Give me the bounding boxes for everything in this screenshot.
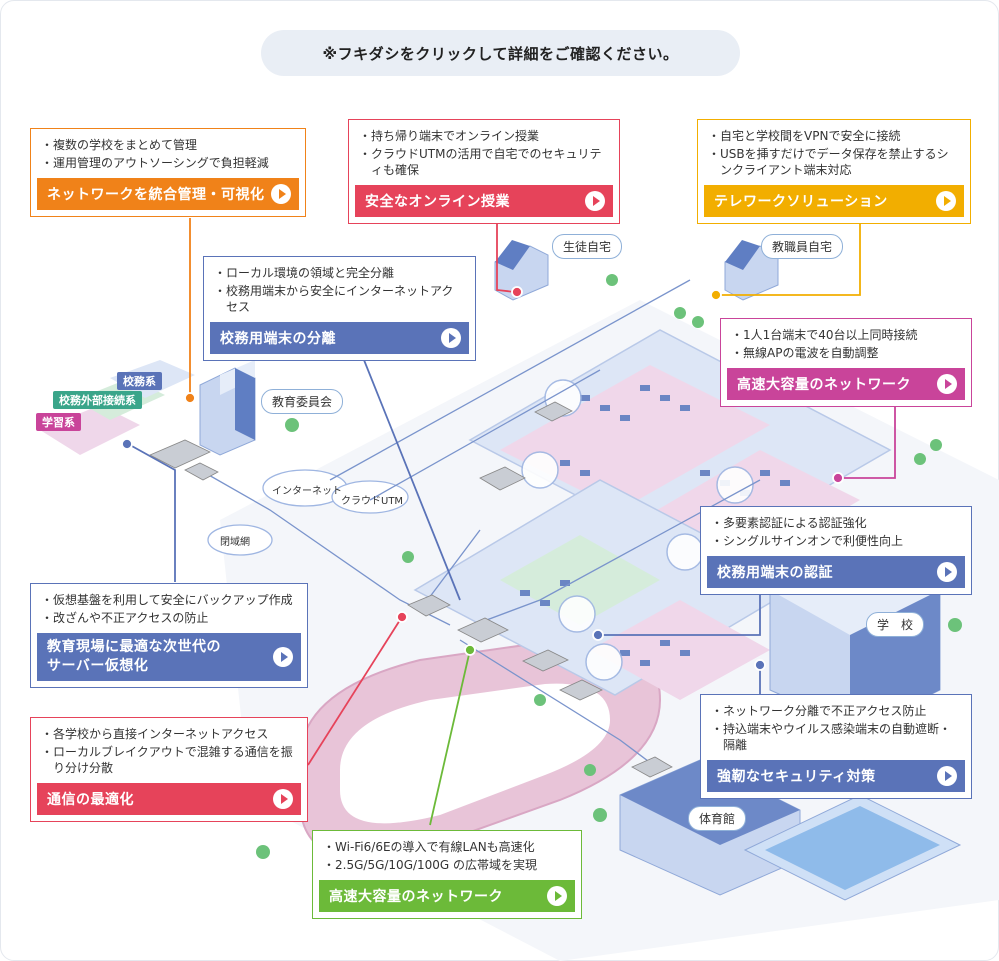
callout-item: Wi-Fi6/6Eの導入で有線LANも高速化 xyxy=(323,839,571,855)
button-label: 強靭なセキュリティ対策 xyxy=(717,769,876,785)
capacity-network-top-button[interactable]: 高速大容量のネットワーク xyxy=(727,368,965,400)
callout-security[interactable]: ネットワーク分離で不正アクセス防止 持込端末やウイルス感染端末の自動遮断・隔離 … xyxy=(700,694,972,799)
button-label-line1: 教育現場に最適な次世代の xyxy=(47,639,221,655)
gym-label: 体育館 xyxy=(688,806,747,831)
closed-network-label: 閉域網 xyxy=(220,537,250,548)
callout-item: USBを挿すだけでデータ保存を禁止するシンクライアント端末対応 xyxy=(708,146,960,178)
callout-telework[interactable]: 自宅と学校間をVPNで安全に接続 USBを挿すだけでデータ保存を禁止するシンクラ… xyxy=(697,119,971,224)
callout-item: シングルサインオンで利便性向上 xyxy=(711,533,961,549)
play-icon xyxy=(585,191,605,211)
trees xyxy=(256,274,962,859)
callout-item: 改ざんや不正アクセスの防止 xyxy=(41,610,297,626)
callout-item: 校務用端末から安全にインターネットアクセス xyxy=(214,283,465,315)
telework-button[interactable]: テレワークソリューション xyxy=(704,185,964,217)
play-icon xyxy=(937,374,957,394)
button-label: 高速大容量のネットワーク xyxy=(329,889,503,905)
internet-label: インターネット xyxy=(272,486,342,497)
button-label: 高速大容量のネットワーク xyxy=(737,377,911,393)
callout-item: ネットワーク分離で不正アクセス防止 xyxy=(711,703,961,719)
staff-house xyxy=(724,240,779,301)
admin-system-tag: 校務系 xyxy=(117,372,162,390)
button-label: 教育現場に最適な次世代の サーバー仮想化 xyxy=(47,638,221,676)
play-icon xyxy=(273,647,293,667)
callout-separation[interactable]: ローカル環境の領域と完全分離 校務用端末から安全にインターネットアクセス 校務用… xyxy=(203,256,476,361)
traffic-optimize-button[interactable]: 通信の最適化 xyxy=(37,783,301,815)
callout-item: 多要素認証による認証強化 xyxy=(711,515,961,531)
callout-capacity-top[interactable]: 1人1台端末で40台以上同時接続 無線APの電波を自動調整 高速大容量のネットワ… xyxy=(720,318,972,407)
callout-item: 各学校から直接インターネットアクセス xyxy=(41,726,297,742)
terminal-separation-button[interactable]: 校務用端末の分離 xyxy=(210,322,469,354)
button-label: 校務用端末の分離 xyxy=(220,331,336,347)
button-label: 通信の最適化 xyxy=(47,792,134,808)
callout-item: 持ち帰り端末でオンライン授業 xyxy=(359,128,609,144)
server-virtualization-button[interactable]: 教育現場に最適な次世代の サーバー仮想化 xyxy=(37,633,301,681)
callout-capacity-bottom[interactable]: Wi-Fi6/6Eの導入で有線LANも高速化 2.5G/5G/10G/100G … xyxy=(312,830,582,919)
callout-connectors xyxy=(121,213,896,826)
school-label: 学 校 xyxy=(866,612,925,637)
callout-item: 無線APの電波を自動調整 xyxy=(731,345,961,361)
button-label: 校務用端末の認証 xyxy=(717,565,833,581)
student-home-label: 生徒自宅 xyxy=(552,234,623,259)
security-button[interactable]: 強靭なセキュリティ対策 xyxy=(707,760,965,792)
callout-item: 運用管理のアウトソーシングで負担軽減 xyxy=(41,155,295,171)
board-building xyxy=(199,360,256,456)
network-switches xyxy=(149,401,673,778)
callout-item: 仮想基盤を利用して安全にバックアップ作成 xyxy=(41,592,297,608)
capacity-network-bottom-button[interactable]: 高速大容量のネットワーク xyxy=(319,880,575,912)
play-icon xyxy=(936,191,956,211)
button-label: ネットワークを統合管理・可視化 xyxy=(47,187,265,203)
play-icon xyxy=(273,789,293,809)
play-icon xyxy=(937,562,957,582)
callout-integrated[interactable]: 複数の学校をまとめて管理 運用管理のアウトソーシングで負担軽減 ネットワークを統… xyxy=(30,128,306,217)
callout-virtual[interactable]: 仮想基盤を利用して安全にバックアップ作成 改ざんや不正アクセスの防止 教育現場に… xyxy=(30,583,308,688)
button-label: テレワークソリューション xyxy=(714,194,888,210)
button-label-line2: サーバー仮想化 xyxy=(47,658,149,674)
board-label: 教育委員会 xyxy=(261,389,344,414)
callout-item: 自宅と学校間をVPNで安全に接続 xyxy=(708,128,960,144)
callout-item: 1人1台端末で40台以上同時接続 xyxy=(731,327,961,343)
callout-item: ローカルブレイクアウトで混雑する通信を振り分け分散 xyxy=(41,744,297,776)
learning-system-tag: 学習系 xyxy=(36,413,81,431)
student-house xyxy=(494,240,549,301)
callout-item: 2.5G/5G/10G/100G の広帯域を実現 xyxy=(323,857,571,873)
play-icon xyxy=(937,766,957,786)
access-points xyxy=(521,379,754,681)
callout-optimize[interactable]: 各学校から直接インターネットアクセス ローカルブレイクアウトで混雑する通信を振り… xyxy=(30,717,308,822)
callout-item: 持込端末やウイルス感染端末の自動遮断・隔離 xyxy=(711,721,961,753)
play-icon xyxy=(271,184,291,204)
play-icon xyxy=(441,328,461,348)
callout-item: クラウドUTMの活用で自宅でのセキュリティも確保 xyxy=(359,146,609,178)
callout-item: ローカル環境の領域と完全分離 xyxy=(214,265,465,281)
play-icon xyxy=(547,886,567,906)
terminal-auth-button[interactable]: 校務用端末の認証 xyxy=(707,556,965,588)
callout-online[interactable]: 持ち帰り端末でオンライン授業 クラウドUTMの活用で自宅でのセキュリティも確保 … xyxy=(348,119,620,224)
cloud-utm-label: クラウドUTM xyxy=(341,496,404,507)
callout-auth[interactable]: 多要素認証による認証強化 シングルサインオンで利便性向上 校務用端末の認証 xyxy=(700,506,972,595)
callout-item: 複数の学校をまとめて管理 xyxy=(41,137,295,153)
swimming-pool xyxy=(743,794,962,901)
staff-home-label: 教職員自宅 xyxy=(761,234,844,259)
click-notice: ※フキダシをクリックして詳細をご確認ください。 xyxy=(261,30,740,76)
online-class-button[interactable]: 安全なオンライン授業 xyxy=(355,185,613,217)
external-system-tag: 校務外部接続系 xyxy=(53,391,142,409)
button-label: 安全なオンライン授業 xyxy=(365,194,510,210)
integrated-management-button[interactable]: ネットワークを統合管理・可視化 xyxy=(37,178,299,210)
